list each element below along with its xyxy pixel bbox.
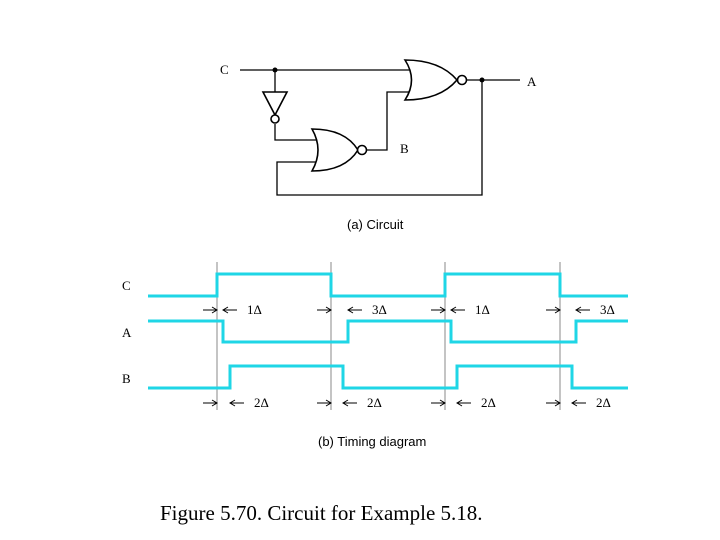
delay-arrow [450, 306, 465, 314]
timing-diagram: C A B 1Δ 3Δ 1Δ 3Δ 2Δ 2Δ 2Δ 2Δ (b) Timing diagr… [122, 262, 628, 449]
signal-a-label: A [122, 325, 132, 340]
wire-b-feedback [367, 91, 410, 151]
delay-arrow [317, 399, 332, 407]
delay-arrow [222, 306, 237, 314]
delay-markers-b: 2Δ 2Δ 2Δ 2Δ [203, 395, 611, 410]
delay-arrow [317, 306, 332, 314]
delay-arrow [456, 399, 471, 407]
wire-inverter-to-nor-b [274, 124, 318, 141]
waveform-b [148, 364, 628, 390]
delay-arrow [347, 306, 362, 314]
junction-dot [272, 67, 278, 73]
delay-arrow [571, 399, 586, 407]
delay-label: 2Δ [367, 395, 382, 410]
delay-label: 2Δ [481, 395, 496, 410]
delay-label: 1Δ [247, 302, 262, 317]
timing-caption: (b) Timing diagram [318, 434, 426, 449]
delay-arrow [203, 306, 218, 314]
nor-gate-b [310, 128, 368, 172]
wire-a-feedback [276, 80, 483, 196]
output-b-label: B [400, 141, 409, 156]
delay-arrow [431, 306, 446, 314]
delay-arrow [203, 399, 218, 407]
delay-label: 1Δ [475, 302, 490, 317]
delay-label: 3Δ [600, 302, 615, 317]
input-c-label: C [220, 62, 229, 77]
delay-arrow [546, 306, 561, 314]
delay-arrow [342, 399, 357, 407]
signal-b-label: B [122, 371, 131, 386]
delay-label: 2Δ [596, 395, 611, 410]
figure-caption: Figure 5.70. Circuit for Example 5.18. [160, 501, 483, 525]
delay-arrow [546, 399, 561, 407]
junction-dot [479, 77, 485, 83]
waveform-a [148, 319, 628, 344]
not-gate [261, 91, 289, 124]
delay-label: 3Δ [372, 302, 387, 317]
delay-arrow [229, 399, 244, 407]
delay-markers-a: 1Δ 3Δ 1Δ 3Δ [203, 302, 615, 317]
circuit-schematic: C A B (a) Circuit [220, 59, 537, 232]
delay-label: 2Δ [254, 395, 269, 410]
delay-arrow [575, 306, 590, 314]
nor-gate-a [403, 59, 468, 101]
waveform-c [148, 272, 628, 298]
output-a-label: A [527, 74, 537, 89]
delay-arrow [431, 399, 446, 407]
signal-c-label: C [122, 278, 131, 293]
circuit-caption: (a) Circuit [347, 217, 404, 232]
